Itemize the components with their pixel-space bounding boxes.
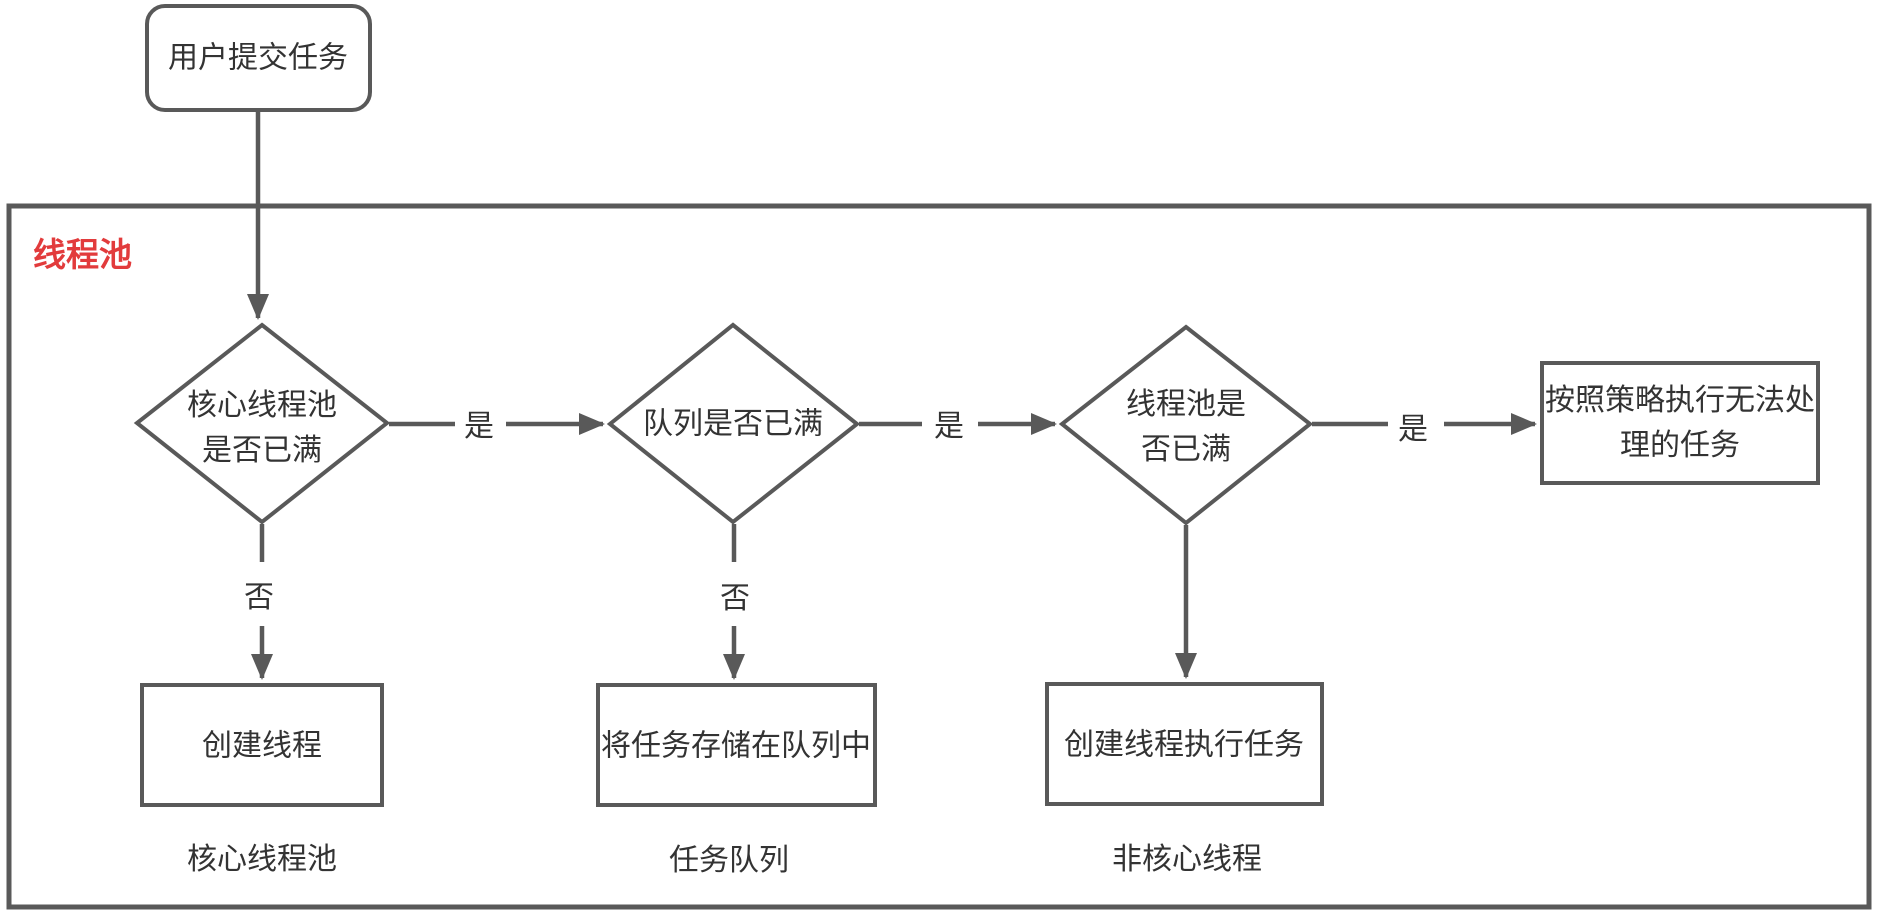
thread-pool-title: 线程池 <box>33 235 132 274</box>
thread-pool-container <box>6 203 1872 910</box>
action-store-in-queue-shape <box>596 683 877 807</box>
edge-label-yes-3: 是 <box>1394 404 1432 448</box>
edge-label-no-1: 否 <box>240 572 278 616</box>
action-store-in-queue-label: 将任务存储在队列中 <box>601 728 871 764</box>
decision-core-pool-full-shape <box>133 322 391 525</box>
edge-label-no-2: 否 <box>716 573 754 617</box>
action-create-thread-execute-shape <box>1045 682 1324 806</box>
caption-task-queue: 任务队列 <box>669 843 789 878</box>
action-create-thread-execute-label: 创建线程执行任务 <box>1064 727 1304 763</box>
decision-core-pool-full-label: 核心线程池 是否已满 <box>187 388 337 468</box>
action-create-thread-label: 创建线程 <box>202 728 322 764</box>
decision-queue-full-label: 队列是否已满 <box>643 406 823 442</box>
action-create-thread-shape <box>140 683 384 807</box>
decision-queue-full-shape <box>606 322 861 525</box>
decision-pool-full-label: 线程池是 否已满 <box>1126 387 1246 467</box>
caption-core-thread-pool: 核心线程池 <box>187 842 337 877</box>
caption-non-core-thread: 非核心线程 <box>1112 842 1262 877</box>
edge-label-yes-1: 是 <box>460 401 498 445</box>
edge-label-yes-2: 是 <box>930 401 968 445</box>
start-node-label: 用户提交任务 <box>168 40 348 76</box>
decision-pool-full-shape <box>1058 324 1314 526</box>
action-reject-policy-label: 按照策略执行无法处 理的任务 <box>1545 383 1815 463</box>
action-reject-policy-shape <box>1540 361 1820 485</box>
